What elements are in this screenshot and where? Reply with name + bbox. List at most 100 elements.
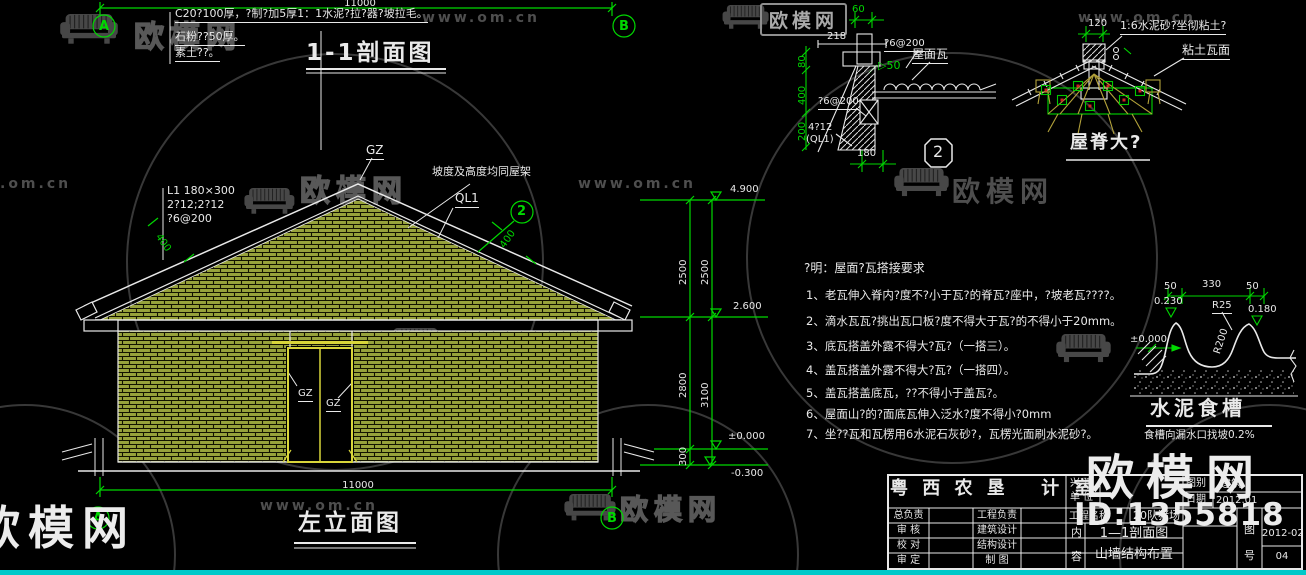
dim-top: 11000	[344, 0, 376, 9]
date-label: 日期	[1186, 494, 1206, 505]
material-note-2: 石粉??50厚。	[175, 30, 245, 46]
dim-2500-outer: 2500	[700, 259, 711, 285]
axis-bubble-b-bottom: B	[607, 511, 617, 526]
content-label-top: 内	[1071, 526, 1082, 539]
beam-stirrup: ?6@200	[167, 212, 212, 225]
eave-beam-ref: (QL1)	[806, 134, 834, 145]
trough-level-180: 0.180	[1248, 304, 1277, 315]
sheet-page: 04	[1275, 551, 1289, 562]
note-item: 3、底瓦搭盖外露不得大?瓦?（一搭三）。	[806, 339, 1016, 353]
trough-r200: R200	[1212, 327, 1231, 356]
dim-2800: 2800	[678, 372, 689, 398]
elevation-door	[272, 341, 368, 463]
trough-level-zero: ±0.000	[1130, 334, 1168, 345]
slope-note: 坡度及高度均同屋架	[432, 165, 531, 178]
elevation-leaders	[162, 12, 471, 549]
ridge-mortar-note: 1:6水泥砂?坐彻粘土?	[1120, 19, 1227, 35]
bottom-accent-bar	[0, 570, 1306, 575]
drawing-title-line1: 1—1剖面图	[1099, 526, 1169, 541]
category-value: 建筑	[1220, 477, 1242, 490]
eave-bubble: 2	[933, 142, 944, 161]
eave-dim-60: 60	[852, 4, 865, 15]
level-neg300: -0.300	[731, 468, 764, 479]
elevation-dimensions	[86, 2, 768, 530]
section-title: 1-1剖面图	[306, 40, 435, 66]
watermark-brand: 欧模网	[133, 19, 242, 55]
role-review: 审 核	[896, 525, 921, 536]
company-name: 粤 西 农 垦 计 室	[890, 478, 1096, 499]
note-item: 5、盖瓦搭盖底瓦，??不得小于盖瓦?。	[806, 386, 1005, 400]
watermark-id: ID:1355818	[1074, 497, 1285, 533]
role-arch-design: 建筑设计	[977, 525, 1017, 536]
watermark-url: www.om.cn	[1078, 10, 1197, 26]
note-item: 1、老瓦伸入脊内?度不?小于瓦?的脊瓦?座中，?坡老瓦????。	[806, 288, 1122, 302]
role-chief: 总负责	[893, 510, 924, 521]
axis-bubble-a-bottom: A	[92, 511, 104, 526]
level-zero: ±0.000	[728, 431, 766, 442]
gz-peak-label: GZ	[366, 143, 384, 160]
sheet-label-top: 图	[1244, 523, 1255, 536]
eave-rebar-top: ?6@200	[884, 38, 925, 52]
title-block-grid	[887, 474, 1303, 570]
role-draft: 制 图	[985, 555, 1009, 566]
note-item: 6、屋面山?的?面底瓦伸入泛水?度不得小?0mm	[806, 407, 1052, 421]
dim-2500-inner: 2500	[678, 259, 689, 285]
note-item: 7、坐??瓦和瓦楞用6水泥石灰砂?，瓦楞光面刷水泥砂?。	[806, 427, 1099, 441]
watermark-brand: 欧模网	[619, 492, 723, 526]
eave-dim-218: 218	[827, 31, 847, 42]
category-label: 图别	[1186, 478, 1206, 489]
project-name-value: 20队猪场	[1133, 509, 1180, 522]
eave-dim-80: 80	[797, 55, 808, 68]
note-item: 2、滴水瓦瓦?挑出瓦口板?度不得大于瓦?的不得小于20mm。	[806, 314, 1122, 328]
ridge-title: 屋脊大?	[1070, 132, 1143, 153]
slope-dim-left: 400	[152, 232, 173, 254]
dim-300: 300	[678, 446, 689, 466]
trough-level-230: 0.230	[1154, 296, 1183, 307]
watermark-brand: 欧模网	[952, 175, 1055, 208]
trough-subtitle: 食槽向漏水口找坡0.2%	[1144, 429, 1255, 441]
notes-heading: ?明：屋面?瓦搭接要求	[804, 261, 925, 275]
watermark-brand-large: 欧模网	[1086, 450, 1267, 506]
eave-tile-label: 屋面瓦	[912, 47, 949, 64]
role-struct-design: 结构设计	[977, 540, 1017, 551]
project-name-label: 工程名称	[1069, 511, 1109, 522]
trough-dim-50-right: 50	[1246, 281, 1259, 292]
sheet-label-bottom: 号	[1244, 549, 1255, 562]
note-item: 4、盖瓦搭盖外露不得大?瓦?（一搭四）。	[806, 363, 1016, 377]
trough-dim-50-left: 50	[1164, 281, 1177, 292]
beam-label: L1 180×300	[167, 184, 235, 197]
eave-dim-180: 180	[857, 148, 877, 159]
builder-label-2: 单位	[1070, 492, 1096, 503]
axis-bubble-a: A	[98, 19, 110, 34]
watermark-brand-corner: 欧模网	[0, 501, 136, 555]
trough-title: 水泥食槽	[1150, 396, 1246, 420]
builder-label-1: 兴建	[1070, 478, 1096, 489]
material-note-3: 素土??。	[175, 46, 220, 62]
gz-door-right: GZ	[326, 398, 341, 412]
eave-dim-400: 400	[797, 85, 808, 105]
level-2600: 2.600	[733, 301, 762, 312]
trough-r25: R25	[1212, 300, 1232, 314]
ridge-tile-note: 粘土瓦面	[1182, 43, 1231, 60]
ridge-dim-120: 120	[1088, 18, 1108, 29]
role-project-lead: 工程负责	[977, 510, 1017, 521]
gz-door-left: GZ	[298, 388, 313, 402]
ridge-detail	[1011, 26, 1187, 161]
date-value: 2012.01	[1216, 495, 1258, 506]
watermark-url: .om.cn	[0, 176, 72, 192]
eave-bar-label: 4?12	[808, 122, 833, 133]
beam-rebar: 2?12;2?12	[167, 198, 225, 211]
watermark-url: www.om.cn	[260, 498, 379, 514]
detail-bubble-2: 2	[517, 204, 527, 219]
axis-bubble-b: B	[619, 19, 629, 34]
elevation-title: 左立面图	[298, 510, 402, 536]
trough-detail	[1130, 288, 1298, 427]
ridge-purlins	[1040, 80, 1146, 112]
eave-rebar-mid: ?6@200	[818, 96, 859, 110]
dim-bottom: 11000	[342, 480, 374, 491]
sheet-number: 2012-02	[1262, 528, 1304, 539]
watermark-url: www.om.cn	[422, 10, 541, 26]
